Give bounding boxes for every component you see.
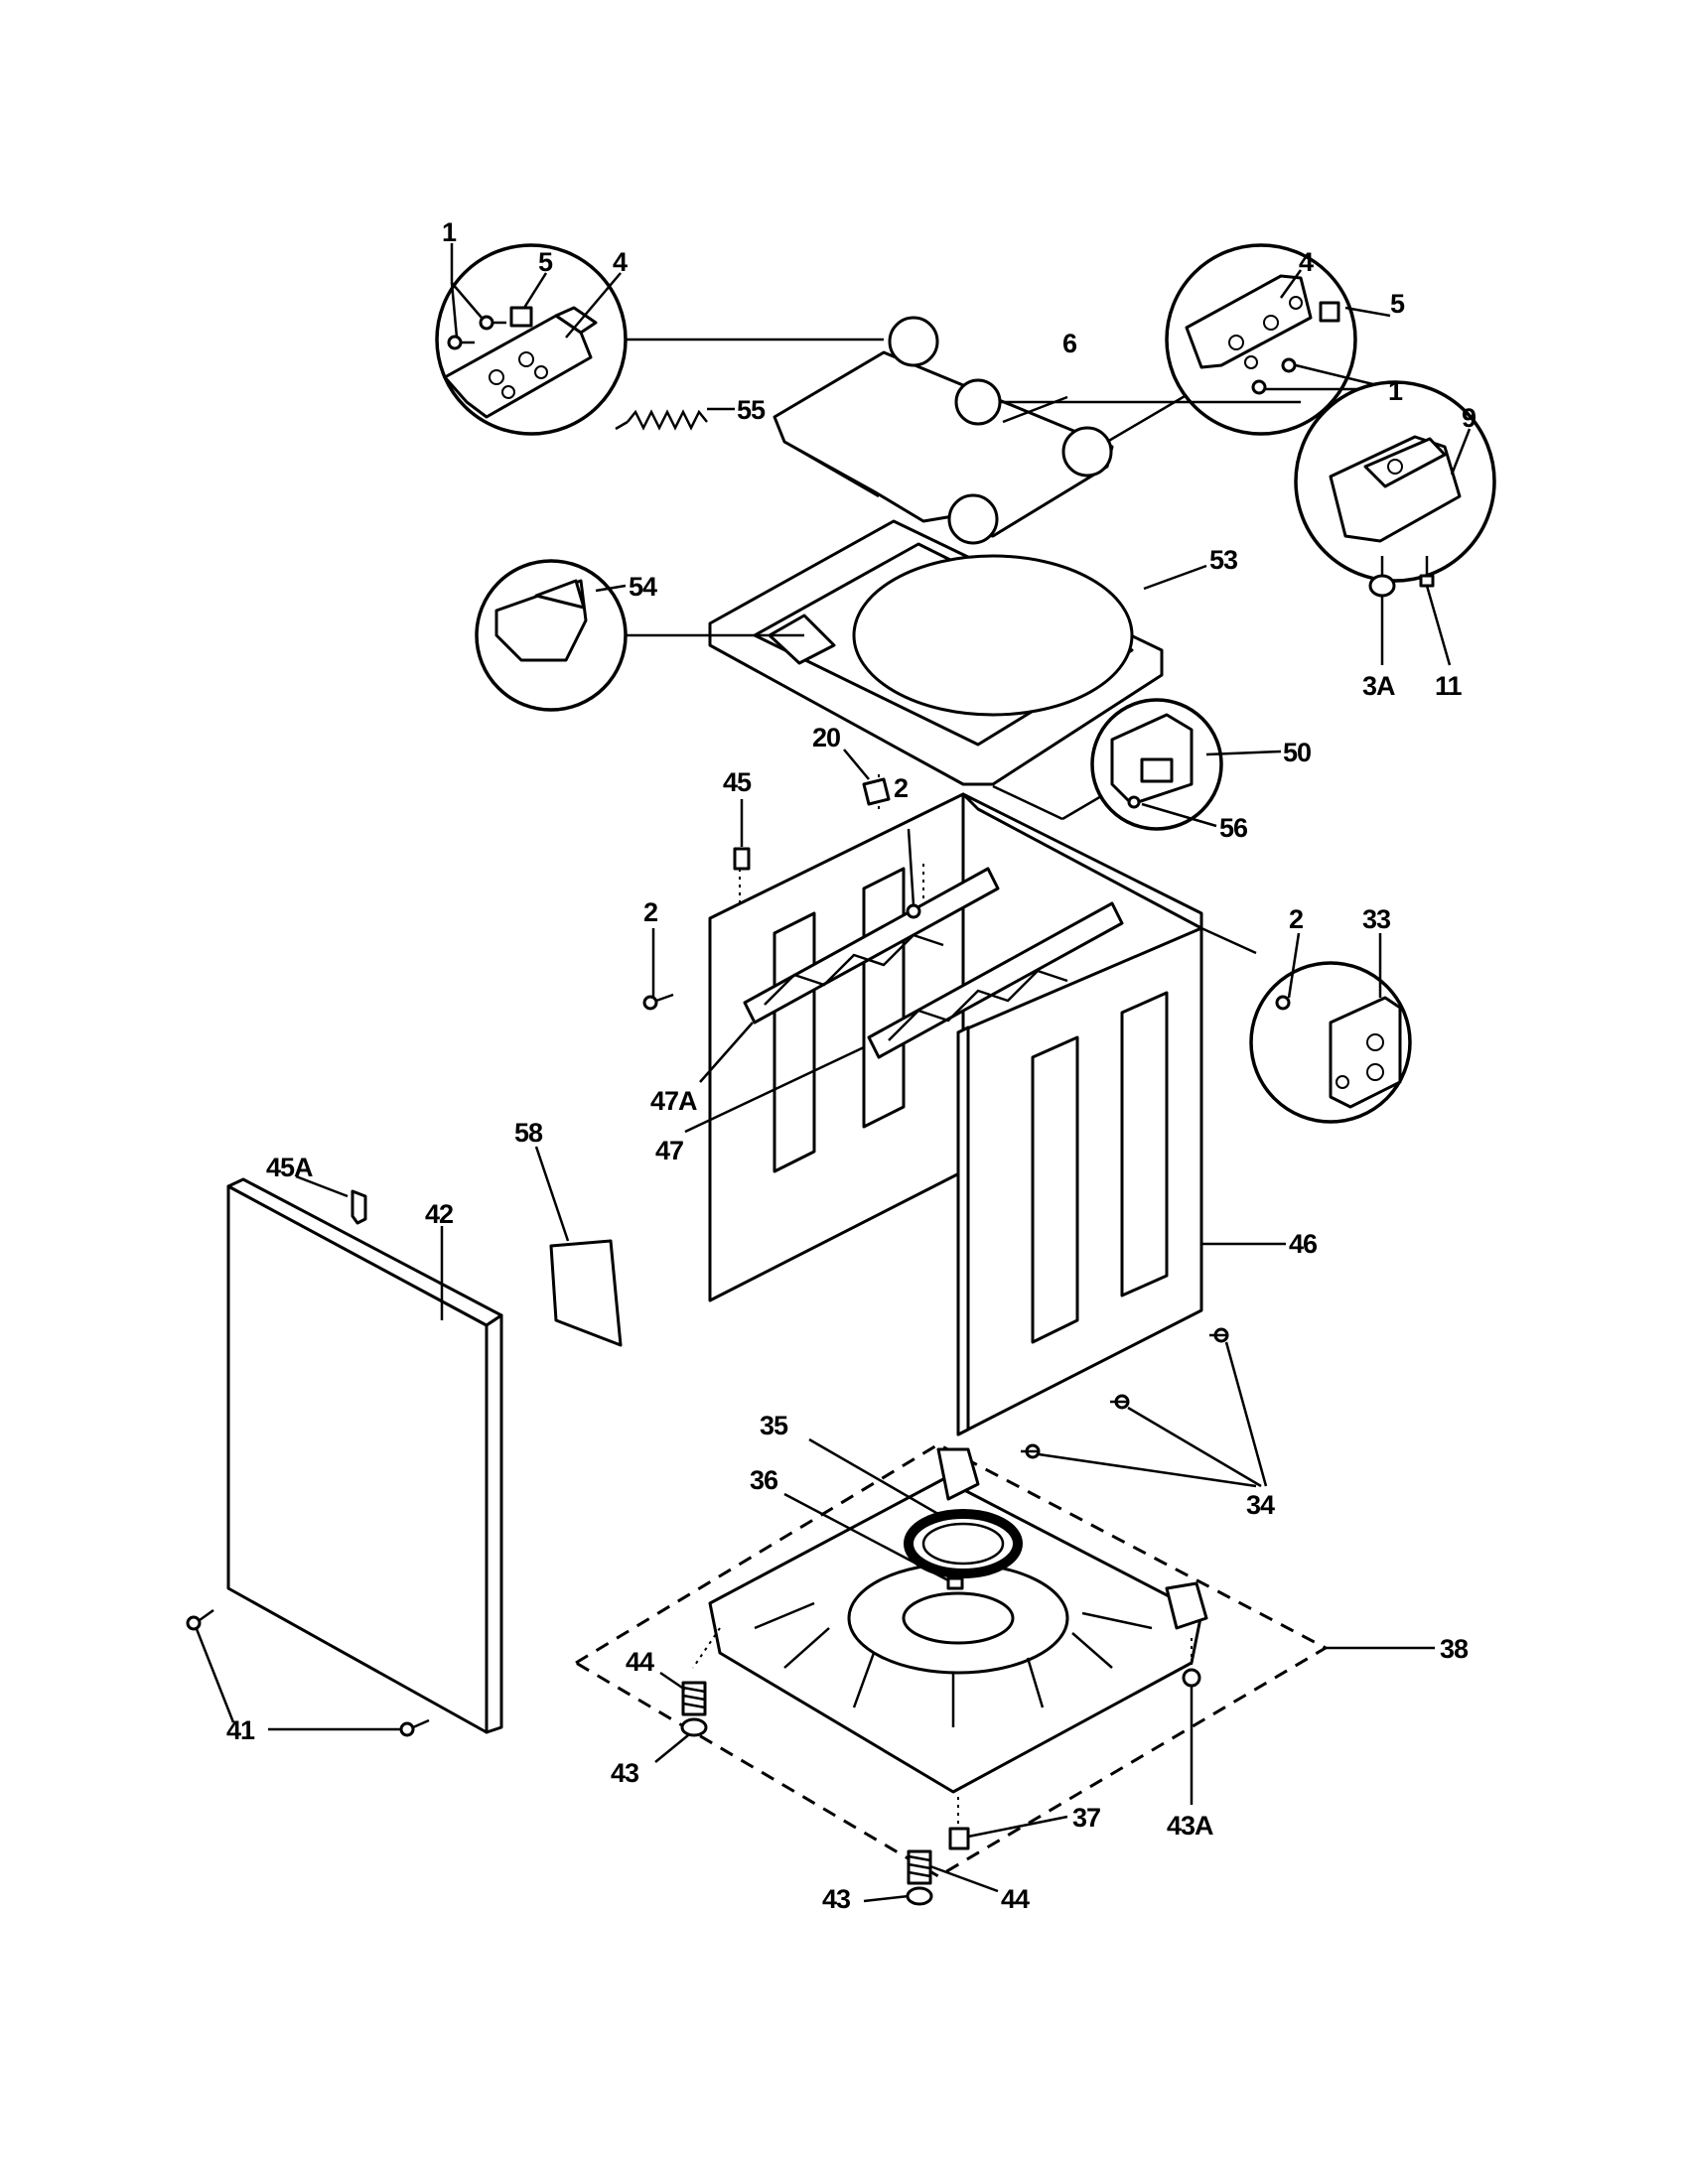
ring-seal-part (783, 1437, 1023, 1590)
label-3A: 3A (1362, 671, 1395, 701)
callout-left-hinge (435, 243, 884, 436)
label-44: 44 (1001, 1884, 1030, 1914)
label-43: 43 (822, 1884, 851, 1914)
callout-dispenser (475, 559, 804, 712)
screw-icon (1281, 357, 1297, 373)
label-20: 20 (812, 723, 840, 752)
screw-icon (1021, 1327, 1268, 1488)
screw-icon (642, 749, 921, 1011)
label-56: 56 (1219, 813, 1248, 843)
label-42: 42 (425, 1199, 453, 1229)
label-58: 58 (514, 1118, 543, 1148)
brace-part-47 (684, 901, 1124, 1134)
label-11: 11 (1435, 671, 1463, 701)
label-5: 5 (1390, 289, 1405, 319)
spring-icon (615, 407, 735, 431)
label-37: 37 (1072, 1803, 1100, 1833)
callout-hinge-detail (954, 378, 1496, 666)
label-53: 53 (1209, 545, 1238, 575)
label-45A: 45A (266, 1153, 313, 1182)
label-6: 6 (1062, 329, 1077, 358)
label-34: 34 (1246, 1490, 1275, 1520)
label-47: 47 (655, 1136, 683, 1165)
front-panel-part (226, 1174, 503, 1734)
label-44: 44 (626, 1647, 654, 1677)
label-41: 41 (226, 1715, 255, 1745)
lid-part (773, 316, 1114, 545)
label-55: 55 (737, 395, 766, 425)
callout-bracket-33 (1249, 932, 1412, 1124)
top-panel-part (708, 519, 1207, 821)
label-43: 43 (611, 1758, 639, 1788)
screw-icon (186, 1608, 430, 1737)
label-36: 36 (750, 1465, 778, 1495)
callout-lid-switch (1090, 698, 1282, 831)
leveling-leg-part (654, 1627, 1201, 1906)
label-2: 2 (1289, 904, 1303, 934)
label-5: 5 (538, 247, 553, 277)
label-9: 9 (1462, 403, 1477, 433)
label-1: 1 (1388, 376, 1403, 406)
label-35: 35 (760, 1411, 788, 1440)
label-2: 2 (894, 773, 908, 803)
hinge-bracket-left (443, 306, 598, 419)
label-card (534, 1146, 623, 1347)
label-2: 2 (643, 897, 657, 927)
label-1: 1 (442, 217, 457, 247)
label-45: 45 (723, 767, 752, 797)
label-38: 38 (1440, 1634, 1469, 1664)
label-54: 54 (629, 572, 657, 602)
screw-icon (447, 315, 506, 350)
label-4: 4 (613, 247, 628, 277)
cabinet-right-panel (956, 926, 1286, 1436)
base-frame-part (573, 1442, 1435, 1878)
callout-right-hinge (1106, 243, 1391, 444)
label-43A: 43A (1167, 1811, 1213, 1841)
label-47A: 47A (650, 1086, 697, 1116)
label-46: 46 (1289, 1229, 1318, 1259)
part-number-labels: 1 5 4 6 55 4 5 1 9 3A 11 54 53 20 50 56 … (226, 217, 1477, 1914)
clip-icon (509, 306, 533, 328)
label-4: 4 (1299, 247, 1314, 277)
label-33: 33 (1362, 904, 1391, 934)
label-50: 50 (1283, 738, 1311, 767)
